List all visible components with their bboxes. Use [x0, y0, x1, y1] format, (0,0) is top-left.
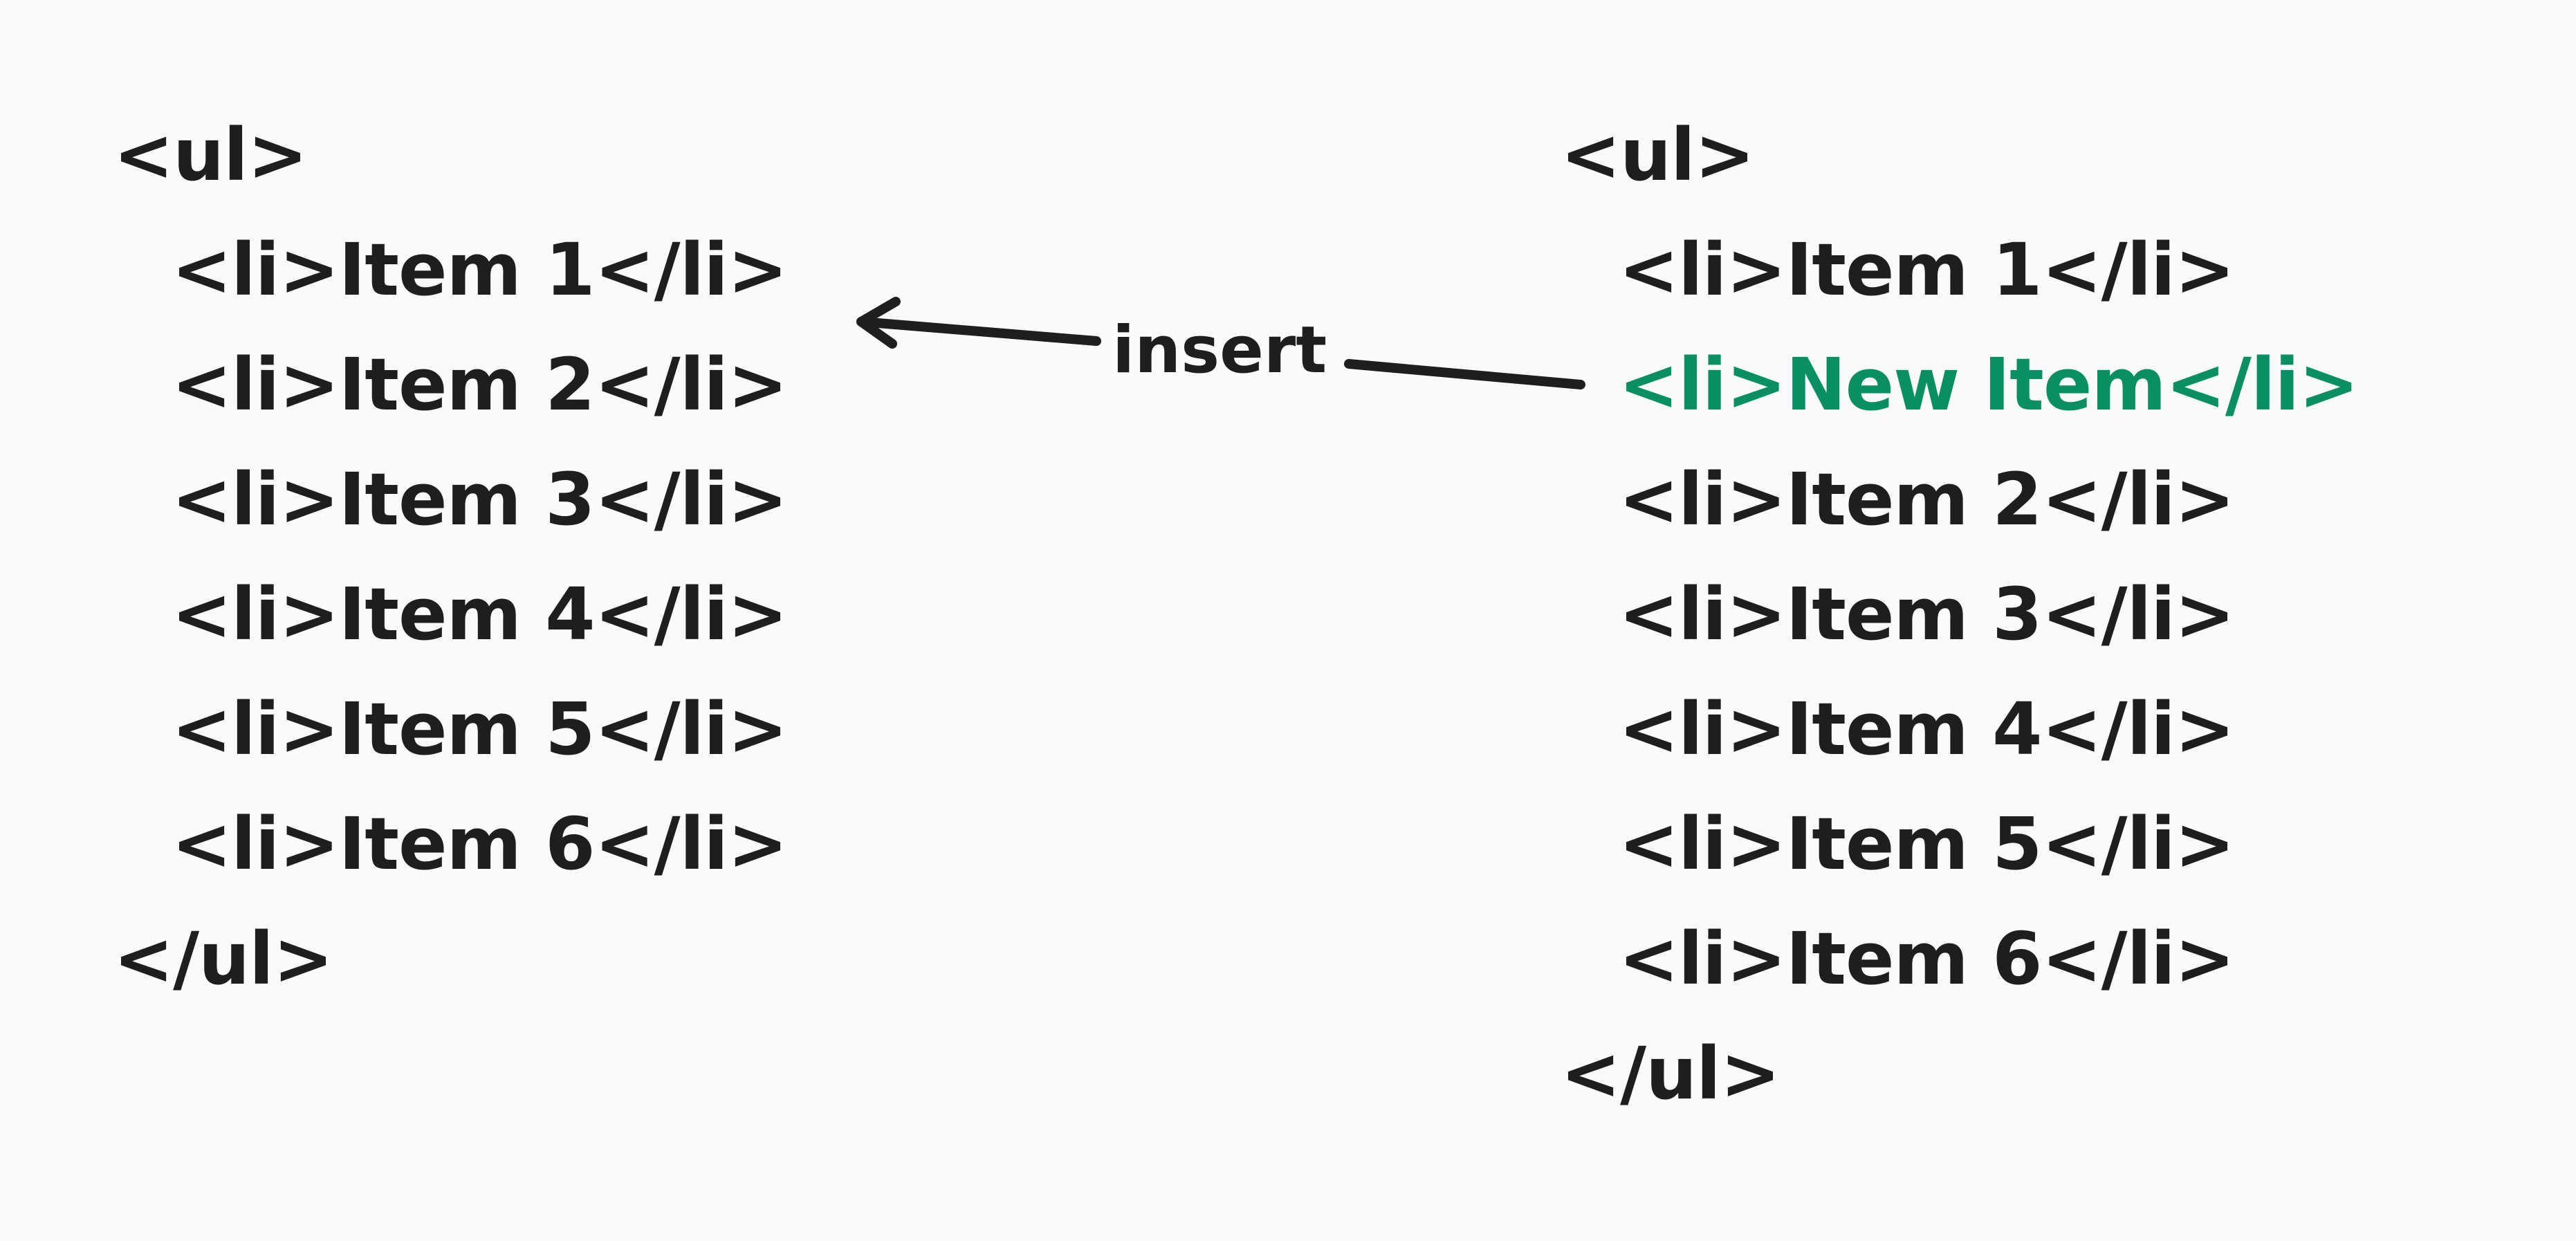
- insert-arrow-shaft-left: [856, 317, 1101, 346]
- before-open-tag: <ul>: [113, 113, 308, 197]
- after-list-item-1: <li>Item 1</li>: [1619, 228, 2235, 312]
- after-list-item-2: <li>Item 2</li>: [1619, 457, 2235, 542]
- after-open-tag: <ul>: [1561, 113, 1755, 197]
- after-list-item-5: <li>Item 5</li>: [1619, 802, 2235, 886]
- before-list-item-5: <li>Item 5</li>: [172, 687, 788, 771]
- before-list-item-3: <li>Item 3</li>: [172, 457, 788, 542]
- before-list-item-1: <li>Item 1</li>: [172, 228, 788, 312]
- insert-arrow-shaft-right: [1344, 359, 1585, 389]
- before-list-item-4: <li>Item 4</li>: [172, 572, 788, 656]
- before-list-item-2: <li>Item 2</li>: [172, 342, 788, 427]
- insert-label: insert: [1112, 313, 1327, 388]
- after-close-tag: </ul>: [1561, 1031, 1781, 1116]
- after-list-item-3: <li>Item 3</li>: [1619, 572, 2235, 656]
- after-list-item-new: <li>New Item</li>: [1619, 342, 2359, 427]
- after-list-item-4: <li>Item 4</li>: [1619, 687, 2235, 771]
- after-list-item-6: <li>Item 6</li>: [1619, 917, 2235, 1001]
- before-list-item-6: <li>Item 6</li>: [172, 802, 788, 886]
- insert-arrow-head: [856, 297, 901, 349]
- before-close-tag: </ul>: [113, 917, 333, 1001]
